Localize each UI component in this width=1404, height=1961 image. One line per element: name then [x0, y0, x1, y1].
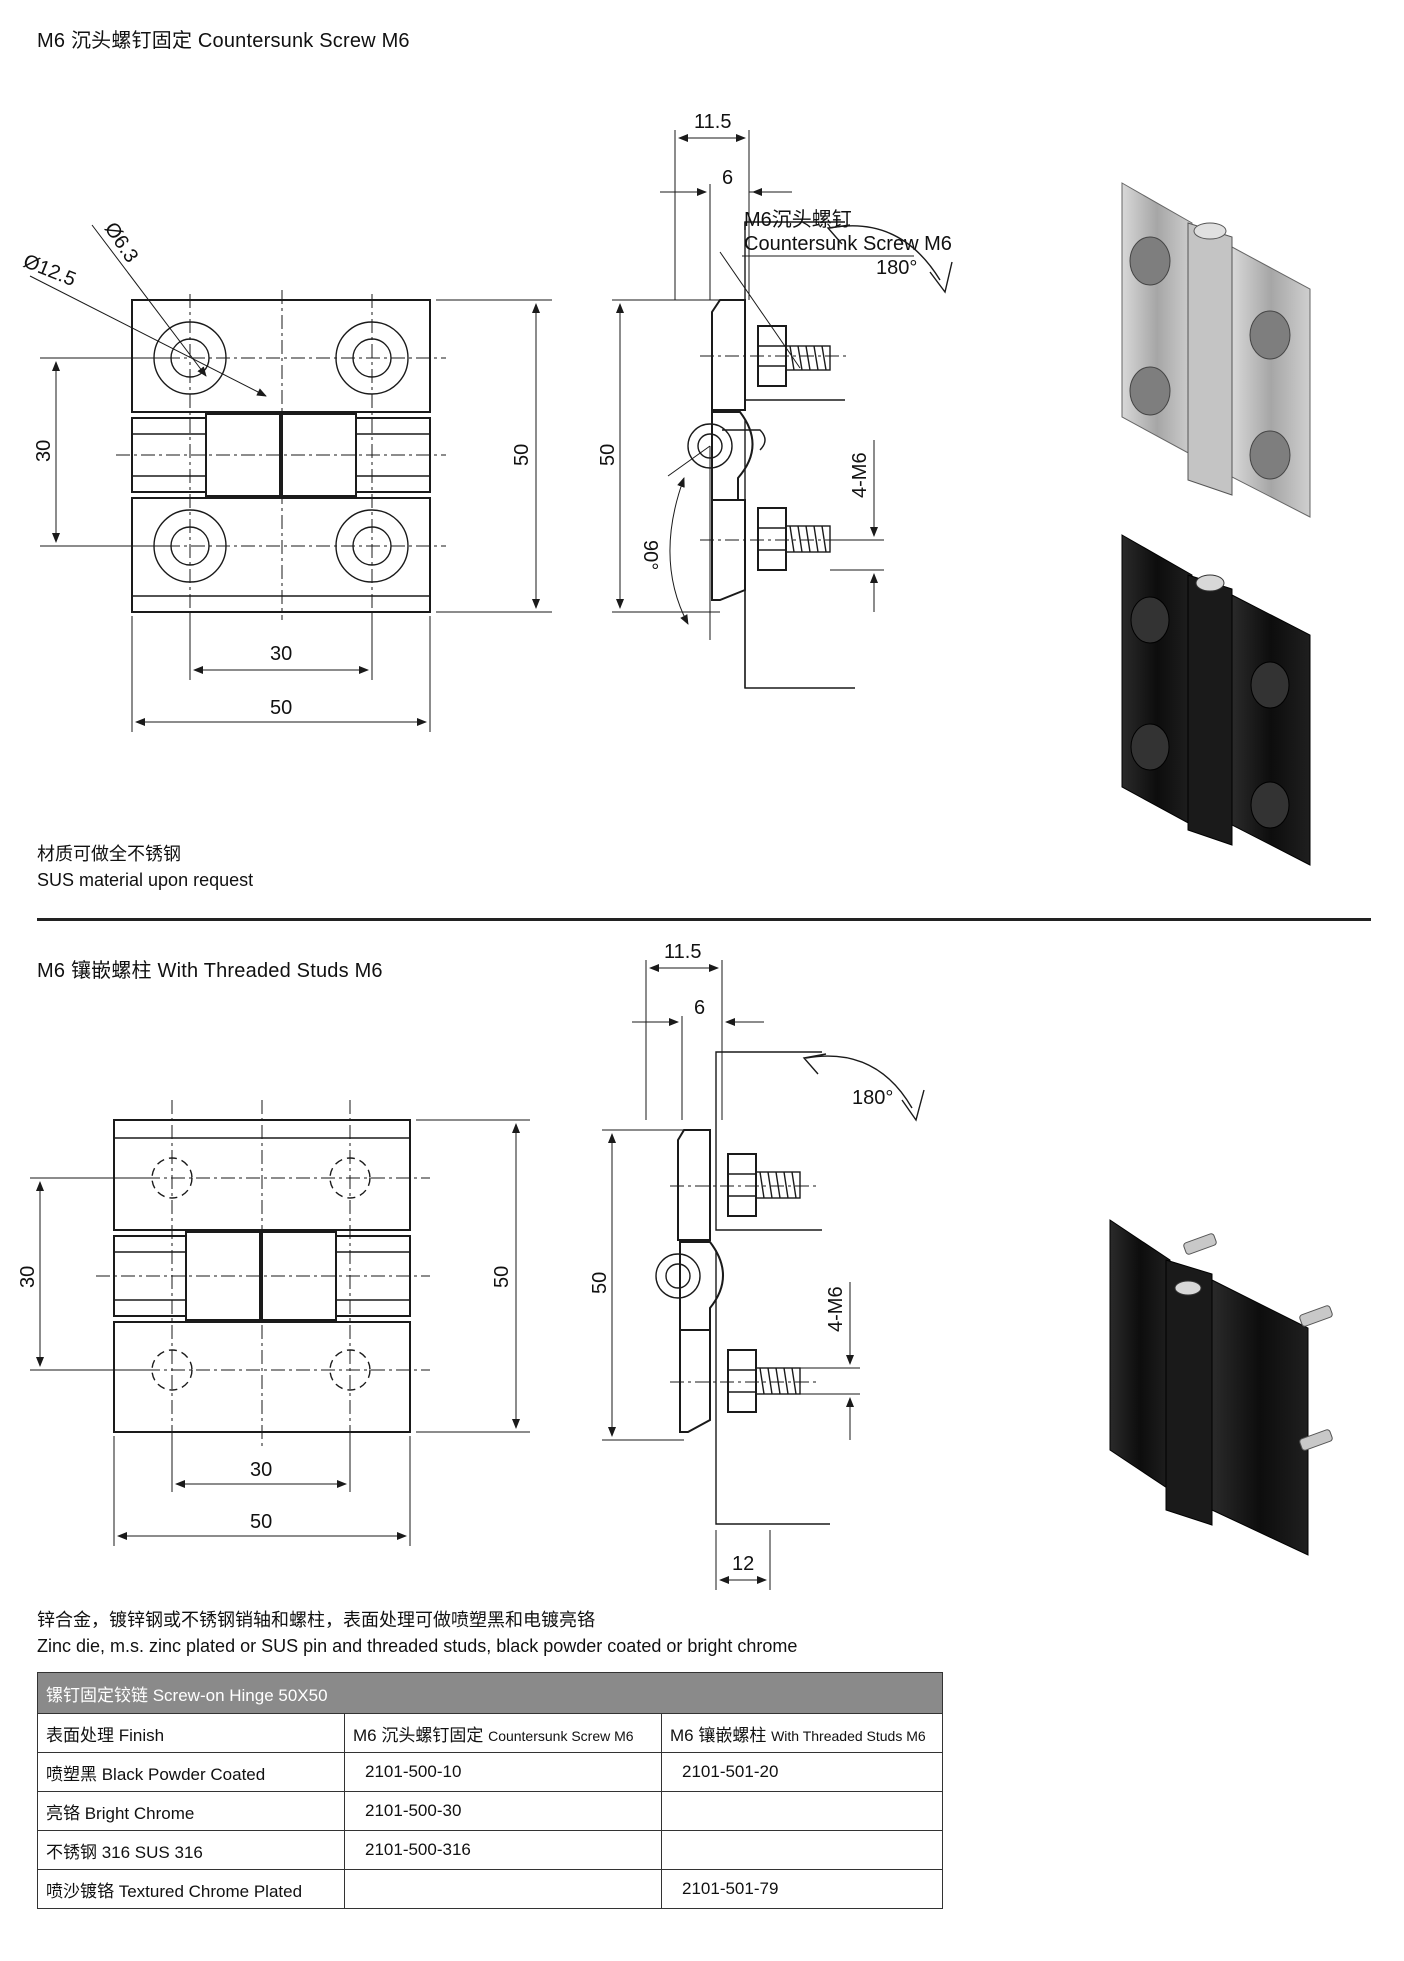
table-header-col1: M6 沉头螺钉固定 Countersunk Screw M6: [344, 1713, 662, 1753]
dim-dia-small: Ø6.3: [100, 218, 142, 266]
table-cell-col1: 2101-500-10: [344, 1752, 662, 1792]
black-hinge-image: [1121, 534, 1311, 866]
table-header-col2-cn: M6 镶嵌螺柱: [670, 1725, 767, 1745]
dim-leaf-depth: 6: [722, 167, 733, 189]
section1-side-view: 11.5 6 M6沉头螺钉 Countersunk Screw M6 180° …: [597, 111, 953, 689]
thread-label: 4-M6: [849, 452, 871, 498]
dim-hole-spacing-h: 30: [270, 643, 292, 665]
dim2-hole-spacing-v: 30: [17, 1266, 39, 1288]
table-header-row: 表面处理 Finish M6 沉头螺钉固定 Countersunk Screw …: [37, 1713, 943, 1753]
dim-side-height: 50: [597, 444, 619, 466]
section1-note-en: SUS material upon request: [37, 870, 254, 890]
table-cell-col2: 2101-501-79: [661, 1869, 943, 1909]
table-cell-finish: 喷沙镀铬 Textured Chrome Plated: [37, 1869, 345, 1909]
section1-product-images: [1121, 182, 1311, 866]
section2-front-view: 30 50 30 50: [17, 1100, 530, 1546]
section1-front-view: Ø12.5 Ø6.3 30 50 30 50: [20, 218, 552, 732]
section-divider: [37, 918, 1371, 921]
table-header-col2: M6 镶嵌螺柱 With Threaded Studs M6: [661, 1713, 943, 1753]
table-cell-col1: 2101-500-30: [344, 1791, 662, 1831]
dim-total-depth: 11.5: [694, 111, 731, 133]
dim2-stud-length: 12: [732, 1553, 754, 1575]
spec-table: 镙钉固定铰链 Screw-on Hinge 50X50 表面处理 Finish …: [37, 1672, 943, 1909]
front-bottom-leaf: [131, 497, 431, 613]
table-row: 喷沙镀铬 Textured Chrome Plated 2101-501-79: [37, 1869, 943, 1909]
table-header-col2-en: With Threaded Studs M6: [771, 1727, 926, 1744]
screw-label-en: Countersunk Screw M6: [744, 233, 952, 255]
section1-note-cn: 材质可做全不锈钢: [37, 844, 181, 864]
section2-note-cn: 锌合金，镀锌钢或不锈钢销轴和螺柱，表面处理可做喷塑黑和电镀亮铬: [37, 1610, 595, 1630]
table-cell-col2: 2101-501-20: [661, 1752, 943, 1792]
dim2-height: 50: [491, 1266, 513, 1288]
front-top-leaf: [131, 299, 431, 413]
dim2-width: 50: [250, 1511, 272, 1533]
dim2-side-height: 50: [589, 1272, 611, 1294]
section2-note-en: Zinc die, m.s. zinc plated or SUS pin an…: [37, 1636, 798, 1656]
table-cell-finish: 亮铬 Bright Chrome: [37, 1791, 345, 1831]
section2-heading: M6 镶嵌螺柱 With Threaded Studs M6: [37, 960, 383, 982]
dim2-hole-spacing-h: 30: [250, 1459, 272, 1481]
angle-label: 90°: [639, 540, 661, 570]
table-cell-finish: 不锈钢 316 SUS 316: [37, 1830, 345, 1870]
table-title: 镙钉固定铰链 Screw-on Hinge 50X50: [37, 1672, 943, 1714]
table-cell-col1: [344, 1869, 662, 1909]
table-header-col1-cn: M6 沉头螺钉固定: [353, 1725, 484, 1745]
section2-product-image: [1109, 1219, 1333, 1556]
dim2-leaf-depth: 6: [694, 997, 705, 1019]
thread2-label: 4-M6: [825, 1286, 847, 1332]
dim-height: 50: [511, 444, 533, 466]
screw-label-cn: M6沉头螺钉: [744, 208, 852, 231]
dim-hole-spacing-v: 30: [33, 440, 55, 462]
table-cell-finish: 喷塑黑 Black Powder Coated: [37, 1752, 345, 1792]
table-row: 喷塑黑 Black Powder Coated 2101-500-10 2101…: [37, 1752, 943, 1792]
table-header-finish: 表面处理 Finish: [37, 1713, 345, 1753]
rotation2-label: 180°: [852, 1087, 893, 1109]
table-row: 不锈钢 316 SUS 316 2101-500-316: [37, 1830, 943, 1870]
section1-heading: M6 沉头螺钉固定 Countersunk Screw M6: [37, 30, 410, 52]
rotation-label: 180°: [876, 257, 917, 279]
dim-width: 50: [270, 697, 292, 719]
table-header-col1-en: Countersunk Screw M6: [488, 1727, 634, 1744]
dim2-total-depth: 11.5: [664, 941, 701, 963]
table-row: 亮铬 Bright Chrome 2101-500-30: [37, 1791, 943, 1831]
table-cell-col1: 2101-500-316: [344, 1830, 662, 1870]
dim-dia-large: Ø12.5: [20, 250, 79, 291]
section2-side-view: 11.5 6 180° 50 4-M6 12: [589, 941, 925, 1590]
black-stud-hinge-image: [1109, 1219, 1333, 1556]
table-cell-col2: [661, 1791, 943, 1831]
chrome-hinge-image: [1121, 182, 1311, 518]
table-cell-col2: [661, 1830, 943, 1870]
